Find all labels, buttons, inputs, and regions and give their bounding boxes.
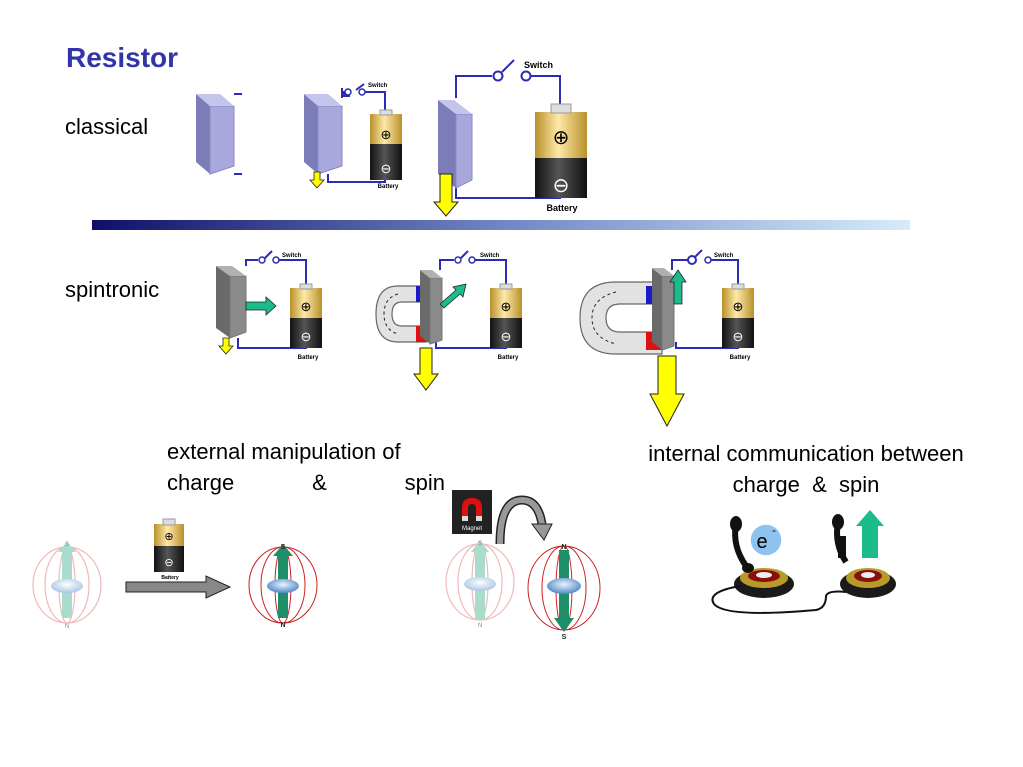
section-divider [92, 220, 910, 230]
electron-charge: - [772, 523, 776, 537]
spin-atom-pale: S N [32, 542, 102, 630]
pole-label-north: N [280, 622, 285, 629]
battery-label: Battery [298, 355, 319, 361]
caption-external: external manipulation of charge & spin [167, 436, 445, 498]
spintronic-circuit-3: ⊕ ⊖ Battery Switch [579, 249, 754, 428]
caption-word: spin [404, 470, 445, 495]
magnet-icon: Magnet [452, 490, 492, 534]
spin-arrow-icon [856, 510, 884, 558]
battery-label: Battery [546, 203, 577, 213]
minus-sign: ⊖ [381, 161, 392, 176]
current-arrow-icon [309, 171, 325, 189]
plus-sign: ⊕ [301, 299, 312, 314]
battery-label: Battery [161, 575, 178, 581]
pole-label-south: S [65, 542, 69, 548]
horseshoe-magnet [579, 281, 663, 355]
telephone-cord [711, 585, 847, 614]
plus-sign: ⊕ [733, 299, 744, 314]
switch-label: Switch [368, 83, 388, 89]
pole-label-south: S [281, 544, 286, 551]
caption-external-line1: external manipulation of [167, 439, 401, 464]
plus-sign: ⊕ [164, 531, 173, 543]
resistor-top [196, 94, 234, 106]
transform-arrow-icon [125, 575, 232, 599]
spin-arrow-icon [245, 296, 277, 316]
switch-label: Switch [714, 253, 734, 259]
spintronic-circuit-1: ⊕ ⊖ Battery Switch [216, 250, 322, 361]
pole-label-north: N [478, 623, 482, 628]
switch-label: Switch [524, 60, 553, 70]
pole-label-north: N [561, 544, 566, 551]
caption-internal: internal communication between charge & … [610, 438, 1002, 500]
caption-word: charge [167, 470, 235, 495]
current-arrow-icon [649, 355, 685, 428]
bottom-battery: ⊕ ⊖ Battery [154, 518, 184, 581]
minus-sign: ⊖ [301, 329, 312, 344]
caption-internal-line2: charge & spin [732, 472, 880, 497]
spin-arrow-icon [439, 283, 467, 309]
resistor-block [209, 105, 235, 175]
caption-internal-line1: internal communication between [648, 441, 964, 466]
classical-circuit-small: ⊕ ⊖ Battery Switch [304, 83, 402, 190]
current-arrow-icon [413, 347, 439, 391]
switch-label: Switch [282, 253, 302, 259]
electron-icon [749, 523, 783, 557]
minus-sign: ⊖ [501, 329, 512, 344]
row-label-spintronic: spintronic [65, 277, 160, 302]
spin-atom-vivid: S N [248, 544, 318, 629]
minus-sign: ⊖ [164, 557, 173, 569]
battery-label: Battery [730, 355, 751, 361]
spin-atom-flipped: N S [527, 544, 601, 640]
spintronic-circuit-2: ⊕ ⊖ Battery Switch [375, 250, 522, 391]
current-arrow-icon [432, 173, 460, 217]
resistor-side [196, 94, 210, 174]
current-arrow-icon [218, 337, 234, 355]
classical-resistor-open [196, 93, 242, 175]
magnet-label: Magnet [462, 526, 482, 532]
plus-sign: ⊕ [501, 299, 512, 314]
plus-sign: ⊕ [553, 127, 570, 149]
caption-external-line2: charge & spin [167, 467, 445, 498]
row-label-classical: classical [65, 114, 149, 139]
battery-label: Battery [378, 184, 399, 190]
electron-label: e [756, 531, 767, 553]
minus-sign: ⊖ [733, 329, 744, 344]
telephones-illustration: e - [711, 510, 896, 614]
spin-atom-pale-source: S N [445, 540, 515, 628]
plus-sign: ⊕ [381, 127, 392, 142]
page-title: Resistor [66, 42, 179, 73]
caption-word: & [312, 470, 327, 495]
minus-sign: ⊖ [553, 175, 570, 197]
pole-label-south: S [478, 541, 482, 547]
classical-circuit-large: ⊕ ⊖ Battery Switch [432, 59, 587, 217]
battery-label: Battery [498, 355, 519, 361]
pole-label-south: S [562, 634, 567, 640]
flip-arrow-icon [495, 495, 553, 545]
spin-arrow-icon [669, 269, 687, 305]
pole-label-north: N [65, 624, 69, 630]
switch-label: Switch [480, 253, 500, 259]
